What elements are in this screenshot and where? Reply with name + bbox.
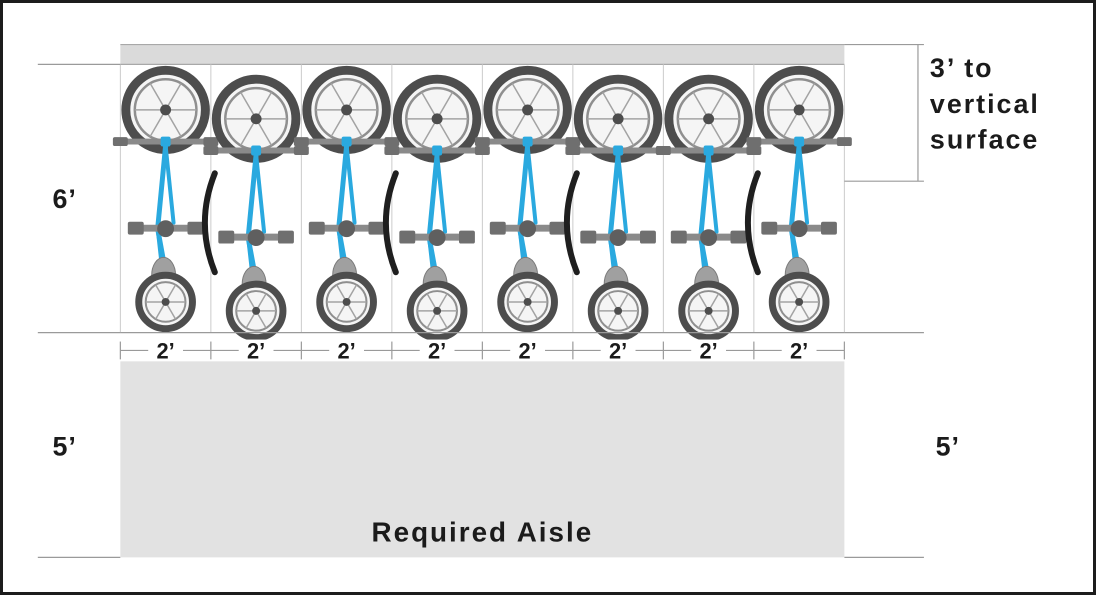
aisle-right-label: 5’ [936, 431, 960, 461]
stall-separators [119, 64, 845, 333]
spacing-label-5: 2’ [518, 338, 536, 363]
bike-graphic-4 [384, 79, 489, 337]
bike-graphic-3 [294, 70, 399, 328]
bike-graphic-7 [656, 79, 761, 337]
bike-graphic-6 [565, 79, 670, 337]
spacing-dimension-row: 2’ 2’ 2’ 2’ 2’ 2’ 2’ 2’ [119, 338, 845, 363]
dimension-lines [37, 43, 924, 558]
hook-icon [563, 170, 580, 276]
clearance-line-2: vertical [930, 89, 1040, 119]
hook-icon [744, 170, 761, 276]
wall-surface [120, 43, 845, 65]
rack-depth-label: 6’ [52, 184, 76, 214]
spacing-label-6: 2’ [609, 338, 627, 363]
spacing-label-1: 2’ [156, 338, 174, 363]
aisle-label: Required Aisle [372, 517, 594, 548]
bike-graphic-8 [746, 70, 851, 328]
aisle-left-label: 5’ [52, 431, 76, 461]
security-hooks [201, 170, 761, 276]
clearance-line-1: 3’ to [930, 53, 994, 83]
bike-parking-diagram: 2’ 2’ 2’ 2’ 2’ 2’ 2’ 2’ Required Aisle 6… [37, 43, 1040, 558]
hook-icon [382, 170, 399, 276]
bike-graphic-1 [113, 70, 218, 328]
spacing-label-3: 2’ [337, 338, 355, 363]
bike-graphic-5 [475, 70, 580, 328]
clearance-label: 3’ to vertical surface [930, 53, 1040, 155]
hook-icon [201, 170, 218, 276]
spacing-label-8: 2’ [790, 338, 808, 363]
spacing-label-7: 2’ [699, 338, 717, 363]
spacing-label-4: 2’ [428, 338, 446, 363]
bike-graphic-2 [203, 79, 308, 337]
clearance-line-3: surface [930, 125, 1039, 155]
required-aisle-area: Required Aisle [120, 361, 845, 558]
spacing-label-2: 2’ [247, 338, 265, 363]
